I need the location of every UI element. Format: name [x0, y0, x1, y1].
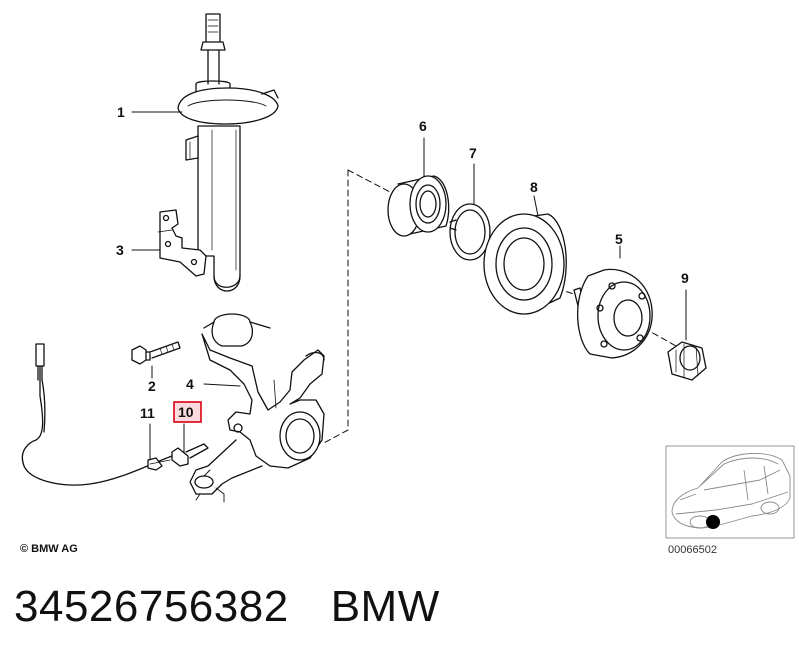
vehicle-location-inset	[665, 445, 795, 539]
collar-nut	[667, 341, 707, 381]
wheel-hub	[573, 268, 653, 359]
callout-5: 5	[615, 231, 623, 247]
callout-9: 9	[681, 270, 689, 286]
callout-7: 7	[469, 145, 477, 161]
callout-3: 3	[116, 242, 124, 258]
strut-assembly	[157, 13, 279, 292]
callout-2: 2	[148, 378, 156, 394]
callout-1: 1	[117, 104, 125, 120]
callout-4: 4	[186, 376, 194, 392]
image-code: 00066502	[668, 544, 717, 556]
dust-shield	[483, 213, 567, 315]
snap-ring	[449, 203, 491, 261]
location-marker	[706, 515, 720, 529]
bolt	[131, 341, 181, 365]
callout-10-highlight	[173, 401, 202, 423]
part-caption: 34526756382 BMW	[14, 582, 440, 632]
copyright: © BMW AG	[20, 543, 78, 555]
callout-6: 6	[419, 118, 427, 134]
part-number: 34526756382	[14, 582, 289, 631]
callout-11: 11	[140, 405, 155, 421]
callout-8: 8	[530, 179, 538, 195]
wheel-speed-sensor	[21, 343, 209, 486]
parts-diagram: 1 3 2 4 11 10 6 7 8 5 9 © BMW AG 0006650…	[20, 13, 795, 556]
brand-name: BMW	[330, 582, 440, 631]
leader-lines	[131, 111, 687, 461]
callout-10: 10	[178, 404, 194, 420]
wheel-bearing	[387, 175, 450, 237]
steering-knuckle	[189, 313, 325, 503]
